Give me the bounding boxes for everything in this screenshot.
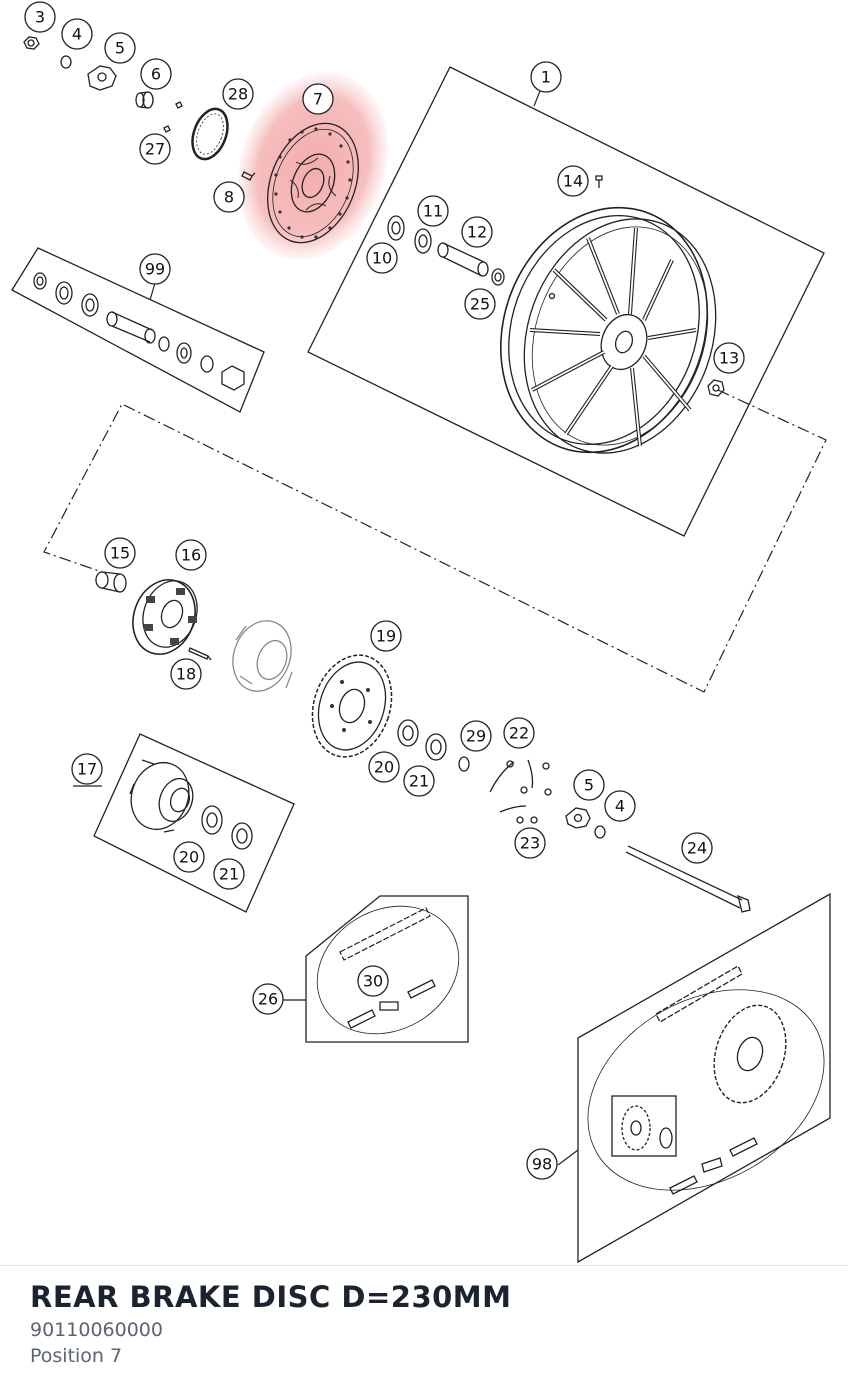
part-disc-bolt[interactable] — [241, 171, 256, 181]
callout-10[interactable]: 10 — [372, 249, 392, 268]
part-sprocket-carrier-outline[interactable] — [223, 613, 300, 700]
part-rear-sprocket[interactable] — [300, 645, 404, 767]
part-washer-right[interactable] — [594, 825, 606, 839]
callout-15[interactable]: 15 — [110, 544, 130, 563]
kit-box-1 — [307, 66, 825, 537]
callout-22[interactable]: 22 — [509, 724, 529, 743]
part-wheel-axle[interactable] — [625, 845, 751, 913]
part-valve-screw[interactable] — [595, 175, 603, 188]
part-oil-seal[interactable] — [491, 268, 505, 286]
part-number: 90110060000 — [30, 1319, 163, 1341]
callout-28[interactable]: 28 — [228, 85, 248, 104]
callout-17[interactable]: 17 — [77, 760, 97, 779]
callout-4[interactable]: 4 — [72, 25, 82, 44]
exploded-parts-diagram: 3 4 5 6 28 7 27 8 1 14 11 12 10 25 99 13… — [11, 1, 848, 1264]
callout-25[interactable]: 25 — [470, 295, 490, 314]
part-wheel-spacer[interactable] — [437, 242, 489, 277]
part-info-panel: REAR BRAKE DISC D=230MM 90110060000 Posi… — [0, 1265, 848, 1391]
callout-20[interactable]: 20 — [374, 758, 394, 777]
callout-1[interactable]: 1 — [541, 68, 551, 87]
part-wheel-bearings[interactable] — [387, 215, 432, 254]
callout-7[interactable]: 7 — [313, 90, 323, 109]
callout-21-kit[interactable]: 21 — [219, 865, 239, 884]
callout-4-right[interactable]: 4 — [615, 797, 625, 816]
callout-18[interactable]: 18 — [176, 665, 196, 684]
part-carrier-bearing[interactable] — [397, 719, 470, 772]
part-brake-disc[interactable] — [251, 110, 375, 256]
callout-5-right[interactable]: 5 — [584, 776, 594, 795]
callout-29[interactable]: 29 — [466, 727, 486, 746]
kit-box-99 — [11, 247, 265, 413]
leader-lines — [73, 90, 579, 1166]
part-chain[interactable] — [294, 881, 482, 1059]
callout-3[interactable]: 3 — [35, 8, 45, 27]
part-carrier-bearing-kit[interactable] — [201, 805, 253, 850]
part-chain-adjuster-right[interactable] — [565, 807, 591, 829]
part-hub-bolt[interactable] — [188, 647, 212, 661]
part-chain-adjuster[interactable] — [87, 65, 117, 91]
part-sprocket-carrier[interactable] — [122, 754, 198, 837]
part-group-99-items[interactable] — [33, 272, 245, 391]
callout-26[interactable]: 26 — [258, 990, 278, 1009]
kit-box-hub — [43, 389, 827, 693]
callout-27[interactable]: 27 — [145, 140, 165, 159]
callout-5[interactable]: 5 — [115, 39, 125, 58]
part-spacer-bushing[interactable] — [135, 91, 154, 109]
part-nut[interactable] — [23, 36, 40, 50]
callout-11[interactable]: 11 — [423, 202, 443, 221]
part-pins[interactable] — [163, 101, 183, 133]
kit-box-17 — [93, 733, 295, 913]
part-title: REAR BRAKE DISC D=230MM — [30, 1280, 512, 1314]
callout-99[interactable]: 99 — [145, 260, 165, 279]
callout-8[interactable]: 8 — [224, 188, 234, 207]
part-rear-wheel[interactable] — [467, 178, 747, 481]
kit-box-98 — [577, 892, 831, 1264]
kit-box-26 — [305, 895, 469, 1043]
callout-23[interactable]: 23 — [520, 834, 540, 853]
callout-98[interactable]: 98 — [532, 1155, 552, 1174]
callout-6[interactable]: 6 — [151, 65, 161, 84]
callout-14[interactable]: 14 — [563, 172, 583, 191]
part-axle-nut[interactable] — [707, 379, 725, 397]
callout-16[interactable]: 16 — [181, 546, 201, 565]
part-washer[interactable] — [60, 55, 72, 69]
callout-13[interactable]: 13 — [719, 349, 739, 368]
part-cush-drive-damper[interactable] — [123, 571, 206, 663]
callout-21[interactable]: 21 — [409, 772, 429, 791]
highlight-glow — [237, 72, 389, 260]
callout-24[interactable]: 24 — [687, 839, 707, 858]
part-chain-kit[interactable] — [552, 949, 848, 1231]
callout-20-kit[interactable]: 20 — [179, 848, 199, 867]
callout-12[interactable]: 12 — [467, 223, 487, 242]
part-tone-wheel[interactable] — [186, 104, 234, 164]
part-hub-spacer[interactable] — [95, 571, 127, 593]
callout-19[interactable]: 19 — [376, 627, 396, 646]
part-position: Position 7 — [30, 1345, 123, 1367]
callout-30[interactable]: 30 — [363, 972, 383, 991]
part-brake-lines-clips[interactable] — [489, 759, 552, 824]
